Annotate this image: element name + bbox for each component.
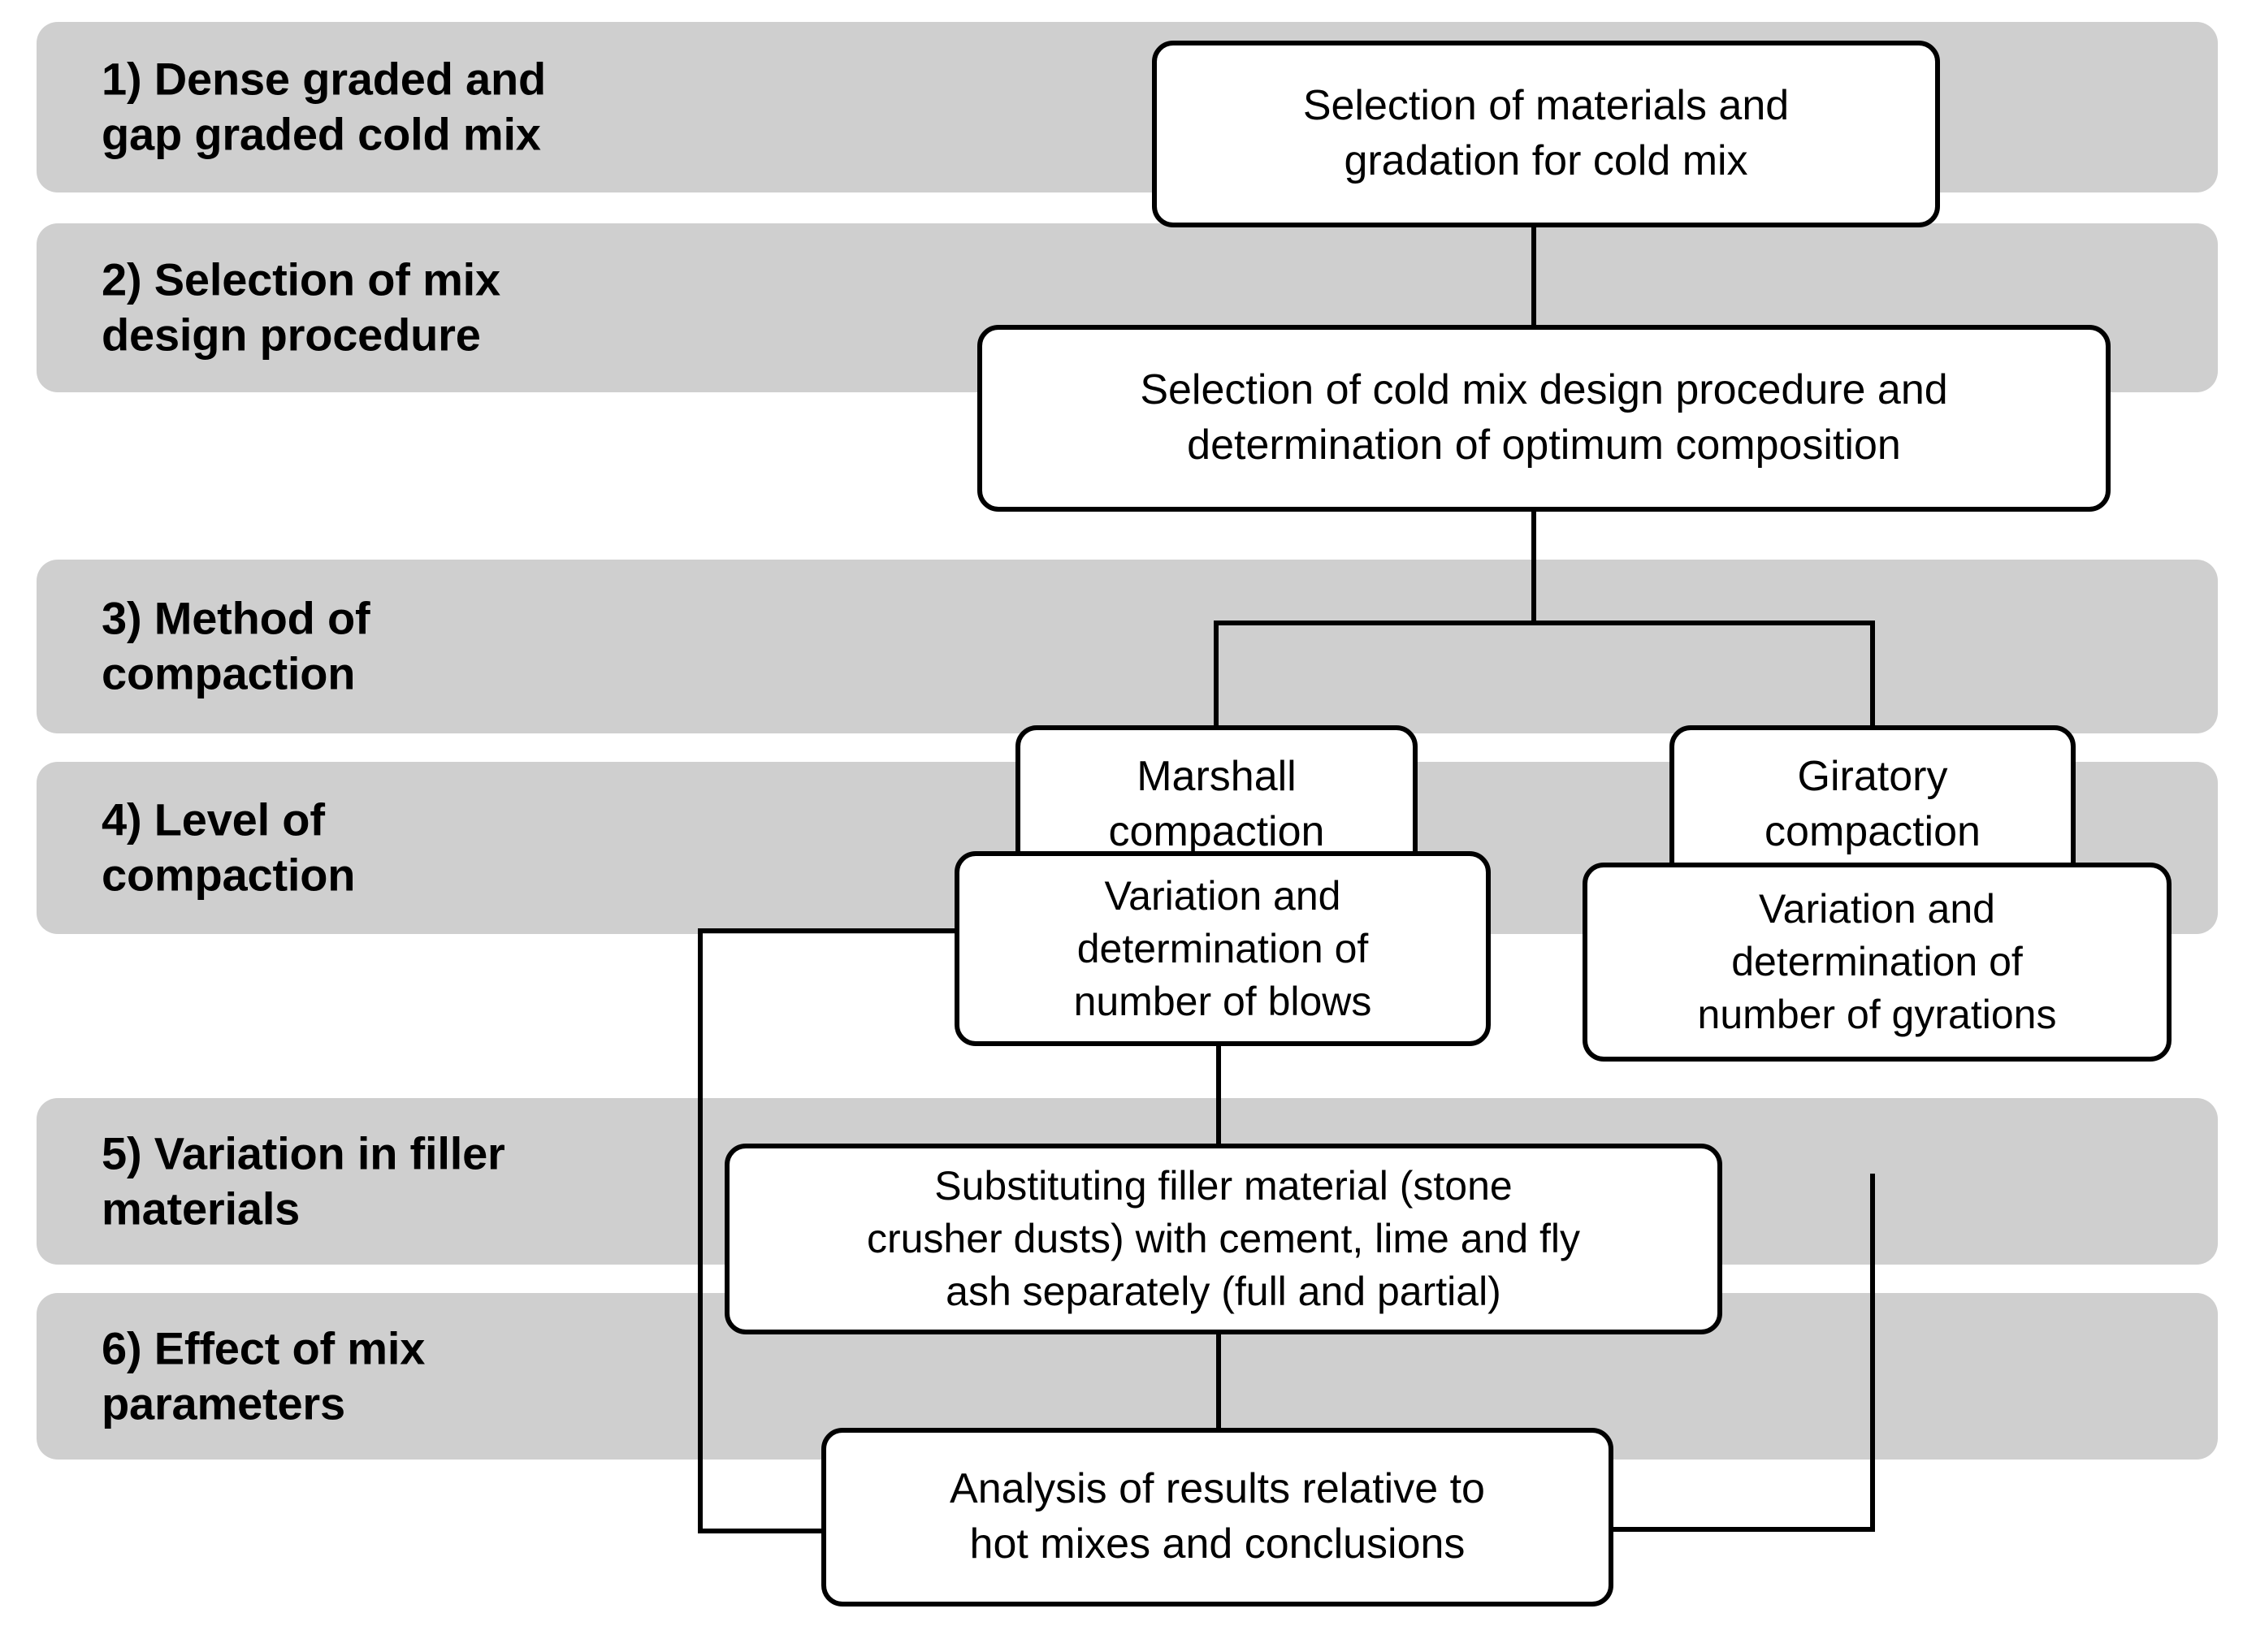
node-filler-substitution[interactable]: Substituting filler material (stone crus…: [725, 1144, 1722, 1334]
stage-label-6: 6) Effect of mix parameters: [102, 1322, 426, 1429]
stage-label-4: 4) Level of compaction: [102, 794, 356, 901]
node-selection-materials[interactable]: Selection of materials and gradation for…: [1152, 41, 1940, 227]
stage-label-2: 2) Selection of mix design procedure: [102, 253, 500, 361]
connector-blows-bypass-top: [698, 928, 958, 933]
stage-band-3: 3) Method of compaction: [37, 560, 2218, 733]
stage-label-1: 1) Dense graded and gap graded cold mix: [102, 53, 547, 160]
node-giratory-compaction[interactable]: Giratory compaction: [1669, 725, 2076, 884]
node-variation-blows[interactable]: Variation and determination of number of…: [955, 851, 1491, 1046]
connector-gyrations-bypass-bottom: [1604, 1527, 1875, 1532]
connector-filler-to-analysis: [1216, 1332, 1221, 1434]
node-label: Giratory compaction: [1765, 752, 1981, 855]
connector-procedure-stub: [1531, 508, 1536, 625]
stage-label-5: 5) Variation in filler materials: [102, 1127, 505, 1235]
node-label: Variation and determination of number of…: [1697, 886, 2057, 1037]
connector-split-left-leg: [1214, 621, 1219, 729]
node-label: Selection of materials and gradation for…: [1302, 82, 1790, 184]
node-label: Substituting filler material (stone crus…: [866, 1163, 1581, 1314]
connector-gyrations-bypass-vertical: [1870, 1174, 1875, 1531]
node-label: Marshall compaction: [1108, 752, 1325, 855]
node-label: Variation and determination of number of…: [1073, 872, 1372, 1024]
connector-blows-bypass-vertical: [698, 928, 703, 1533]
connector-split-right-leg: [1870, 621, 1875, 729]
node-label: Selection of cold mix design procedure a…: [1140, 366, 1948, 469]
node-analysis-conclusions[interactable]: Analysis of results relative to hot mixe…: [821, 1428, 1613, 1607]
node-variation-gyrations[interactable]: Variation and determination of number of…: [1583, 863, 2172, 1062]
connector-split-bar: [1214, 621, 1875, 625]
node-label: Analysis of results relative to hot mixe…: [950, 1465, 1485, 1568]
connector-blows-bypass-bottom: [698, 1529, 828, 1533]
node-selection-procedure[interactable]: Selection of cold mix design procedure a…: [977, 325, 2111, 512]
connector-blows-to-filler: [1216, 1044, 1221, 1145]
connector-materials-to-procedure: [1531, 223, 1536, 341]
stage-label-3: 3) Method of compaction: [102, 592, 370, 699]
